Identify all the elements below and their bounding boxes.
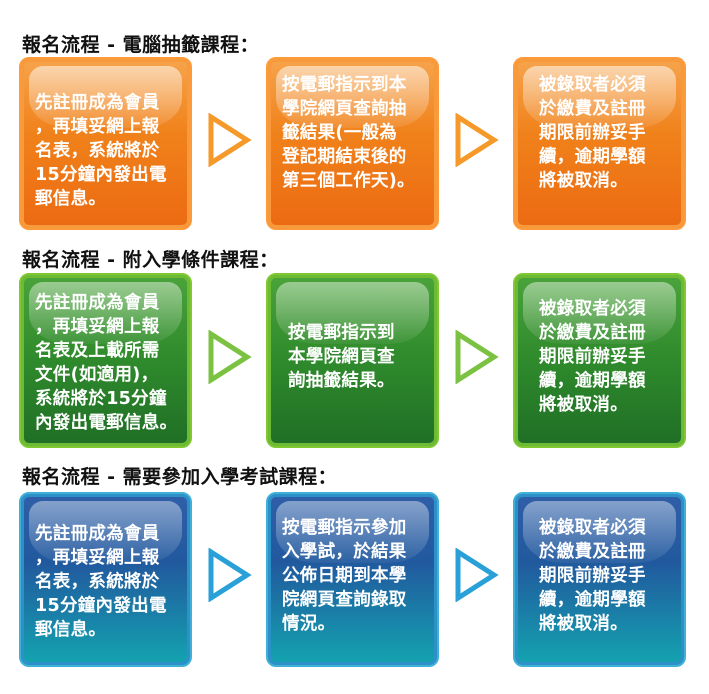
lottery-step-3-text: 被錄取者必須 於繳費及註冊 期限前辦妥手 續，逾期學額 將被取消。: [539, 75, 646, 191]
exam-step-2-text: 按電郵指示參加 入學試，於結果 公佈日期到本學 院網頁查詢錄取 情況。: [282, 518, 407, 634]
conditional-arrow-2-icon: [455, 330, 499, 384]
exam-step-2-box: 按電郵指示參加 入學試，於結果 公佈日期到本學 院網頁查詢錄取 情況。: [266, 492, 439, 667]
conditional-step-1-box: 先註冊成為會員 ，再填妥網上報 名表及上載所需 文件(如適用)， 系統將於15分…: [19, 273, 192, 448]
lottery-step-3-box: 被錄取者必須 於繳費及註冊 期限前辦妥手 續，逾期學額 將被取消。: [513, 57, 686, 230]
exam-step-1-box: 先註冊成為會員 ，再填妥網上報 名表，系統將於 15分鐘內發出電 郵信息。: [19, 492, 192, 667]
section-title-conditional: 報名流程 - 附入學條件課程：: [22, 249, 279, 271]
lottery-arrow-1-icon: [208, 113, 252, 167]
section-title-entrance-exam: 報名流程 - 需要參加入學考試課程：: [22, 466, 338, 488]
exam-step-3-box: 被錄取者必須 於繳費及註冊 期限前辦妥手 續，逾期學額 將被取消。: [513, 492, 686, 667]
exam-arrow-2-icon: [455, 548, 499, 602]
section-title-lottery: 報名流程 - 電腦抽籤課程：: [22, 34, 260, 56]
conditional-step-3-box: 被錄取者必須 於繳費及註冊 期限前辦妥手 續，逾期學額 將被取消。: [513, 273, 686, 448]
exam-step-3-text: 被錄取者必須 於繳費及註冊 期限前辦妥手 續，逾期學額 將被取消。: [539, 518, 646, 634]
conditional-step-3-text: 被錄取者必須 於繳費及註冊 期限前辦妥手 續，逾期學額 將被取消。: [539, 299, 646, 415]
conditional-step-2-text: 按電郵指示到 本學院網頁查 詢抽籤結果。: [288, 323, 395, 391]
exam-step-1-text: 先註冊成為會員 ，再填妥網上報 名表，系統將於 15分鐘內發出電 郵信息。: [35, 524, 167, 640]
lottery-step-2-text: 按電郵指示到本 學院網頁查詢抽 籤結果(一般為 登記期結束後的 第三個工作天)。: [282, 75, 415, 191]
conditional-step-2-box: 按電郵指示到 本學院網頁查 詢抽籤結果。: [266, 273, 439, 448]
lottery-step-1-text: 先註冊成為會員 ，再填妥網上報 名表，系統將於 15分鐘內發出電 郵信息。: [35, 93, 167, 209]
lottery-step-2-box: 按電郵指示到本 學院網頁查詢抽 籤結果(一般為 登記期結束後的 第三個工作天)。: [266, 57, 439, 230]
exam-arrow-1-icon: [208, 548, 252, 602]
lottery-arrow-2-icon: [455, 113, 499, 167]
conditional-step-1-text: 先註冊成為會員 ，再填妥網上報 名表及上載所需 文件(如適用)， 系統將於15分…: [35, 293, 178, 433]
conditional-arrow-1-icon: [208, 330, 252, 384]
lottery-step-1-box: 先註冊成為會員 ，再填妥網上報 名表，系統將於 15分鐘內發出電 郵信息。: [19, 57, 192, 230]
